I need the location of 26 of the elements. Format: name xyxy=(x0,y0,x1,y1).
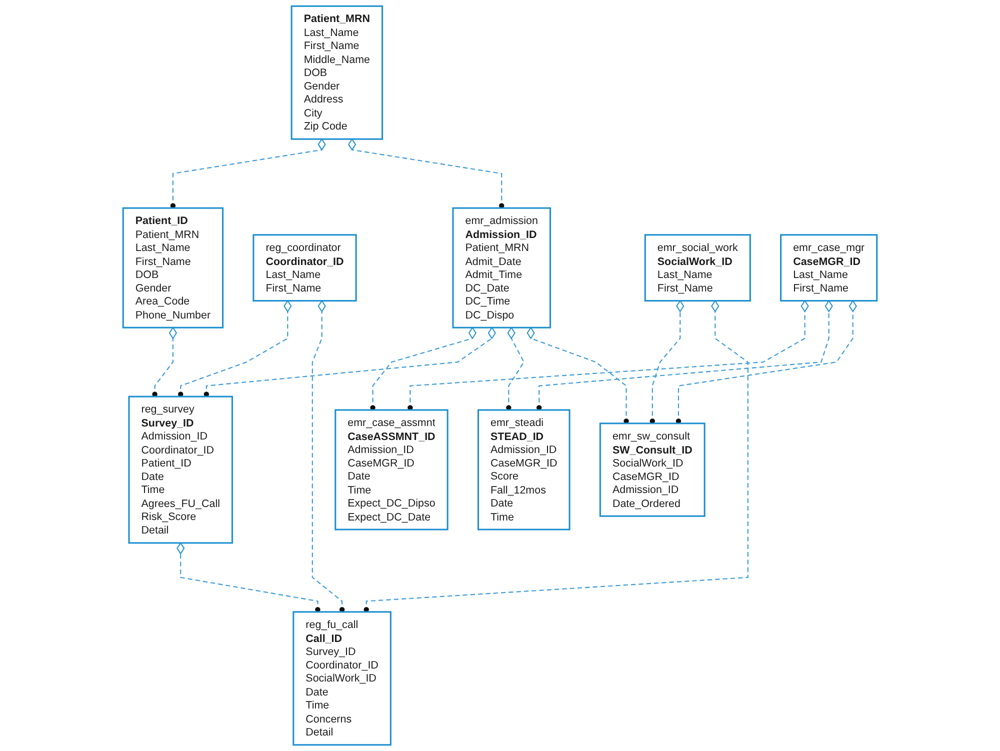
node-box: emr_steadi STEAD_ID Admission_ID CaseMGR_ID Score Fall_12mos Date Time xyxy=(477,409,570,530)
connector xyxy=(152,327,177,397)
connector xyxy=(312,300,345,612)
connector xyxy=(170,138,326,208)
connector xyxy=(506,327,524,410)
connector xyxy=(364,300,748,612)
node-box: emr_case_mgr CaseMGR_ID Last_Name First_Name xyxy=(780,234,878,302)
node-box: emr_social_work SocialWork_ID Last_Name First_Name xyxy=(644,234,751,302)
connector xyxy=(650,300,684,424)
connector xyxy=(176,542,320,612)
node-box: reg_coordinator Coordinator_ID Last_Name First_Name xyxy=(252,234,357,302)
connector xyxy=(204,327,496,397)
connector xyxy=(408,300,809,410)
connector xyxy=(348,138,504,208)
node-box: emr_admission Admission_ID Patient_MRN Admit_Date Admit_Time DC_Date DC_Time DC_Dispo xyxy=(452,207,552,328)
node-box: emr_sw_consult SW_Consult_ID SocialWork_ID CaseMGR_ID Admission_ID Date_Ordered xyxy=(599,422,706,517)
connector xyxy=(676,300,857,424)
connector xyxy=(370,327,476,410)
node-box: Patient_ID Patient_MRN Last_Name First_Name DOB Gender Area_Code Phone_Number xyxy=(122,207,224,328)
node-box: reg_survey Survey_ID Admission_ID Coordinator_ID Patient_ID Date Time Agrees_FU_Call Risk_Score Detail xyxy=(128,396,233,544)
connector xyxy=(536,300,833,410)
node-box: reg_fu_call Call_ID Survey_ID Coordinator_ID SocialWork_ID Date Time Concerns Detail xyxy=(292,611,392,746)
connector xyxy=(526,327,629,424)
node-box: emr_case_assmnt CaseASSMNT_ID Admission_ID CaseMGR_ID Date Time Expect_DC_Dipso Expect_DC_Date xyxy=(334,409,448,530)
connector xyxy=(178,300,292,397)
node-box: Patient_MRN Last_Name First_Name Middle_Name DOB Gender Address City Zip Code xyxy=(290,5,384,140)
